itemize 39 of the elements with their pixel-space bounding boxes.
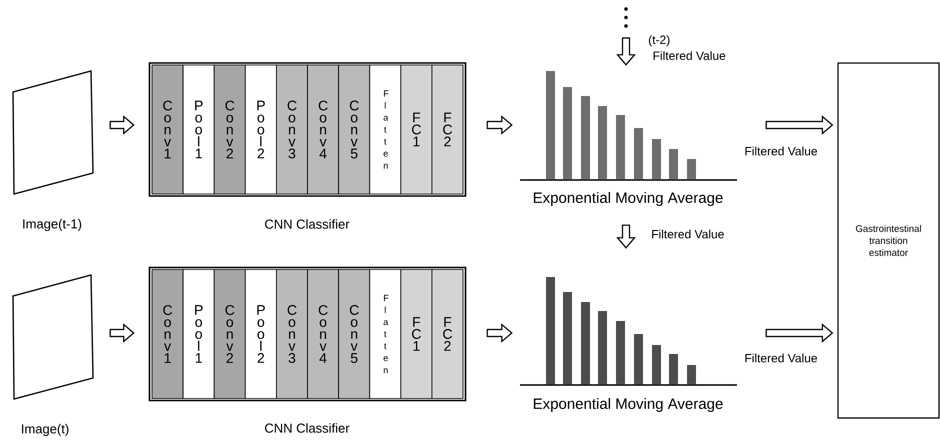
layer-box: C o n v 2 xyxy=(214,64,246,194)
classifier-caption: CNN Classifier xyxy=(265,423,350,433)
layer-box: C o n v 5 xyxy=(338,269,370,399)
layer-box: F C 2 xyxy=(432,269,464,399)
layer-box: F C 2 xyxy=(432,64,464,194)
layer-box: C o n v 4 xyxy=(307,269,339,399)
edge-label: Filtered Value xyxy=(650,228,726,240)
layer-box: C o n v 3 xyxy=(276,269,308,399)
layer-box: P o o l 1 xyxy=(182,269,215,399)
layer-box: C o n v 3 xyxy=(276,64,308,194)
chart-caption: Exponential Moving Average xyxy=(534,398,723,412)
estimator-box: Gastrointestinal transition estimator xyxy=(837,62,940,419)
layer-box: F l a t t e n xyxy=(369,64,402,194)
classifier-caption: CNN Classifier xyxy=(265,219,350,229)
edge-label: (t-2) Filtered Value xyxy=(648,35,726,60)
layer-box: P o o l 2 xyxy=(244,269,277,399)
image-caption: Image(t-1) xyxy=(23,218,82,232)
block-arrow xyxy=(110,115,135,135)
image-caption: Image(t) xyxy=(22,424,68,436)
layer-box: F l a t t e n xyxy=(369,269,402,399)
block-arrow xyxy=(616,224,636,249)
layer-box: F C 1 xyxy=(400,64,432,194)
layer-box: F C 1 xyxy=(400,269,432,399)
layer-box: C o n v 4 xyxy=(307,64,339,194)
block-arrow xyxy=(486,323,513,343)
block-arrow xyxy=(766,323,834,343)
edge-label: Filtered Value xyxy=(743,146,819,156)
layer-box: C o n v 1 xyxy=(152,269,184,399)
block-arrow xyxy=(616,37,636,66)
layer-box: P o o l 1 xyxy=(182,64,215,194)
layer-box: P o o l 2 xyxy=(244,64,277,194)
layer-box: C o n v 5 xyxy=(338,64,370,194)
block-arrow xyxy=(766,115,834,135)
layer-box: C o n v 1 xyxy=(152,64,184,194)
chart-caption: Exponential Moving Average xyxy=(534,192,723,206)
layer-box: C o n v 2 xyxy=(214,269,246,399)
block-arrow xyxy=(110,323,135,343)
edge-label: Filtered Value xyxy=(743,352,819,364)
block-arrow xyxy=(486,115,513,135)
